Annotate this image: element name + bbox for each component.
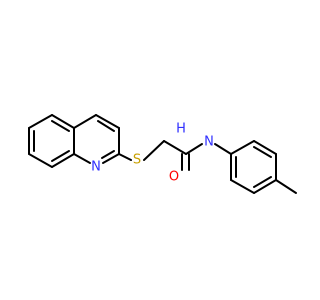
- bond: [253, 146, 272, 158]
- bond: [253, 176, 272, 188]
- bond: [230, 179, 255, 194]
- amide-hydrogen-label: H: [176, 122, 186, 137]
- molecule-structure: N S O N H: [28, 114, 297, 194]
- bond: [73, 153, 91, 164]
- bond: [214, 143, 232, 155]
- bond: [51, 153, 75, 168]
- bond: [51, 150, 70, 162]
- bonds: [28, 114, 297, 194]
- bond: [101, 150, 115, 159]
- bond: [28, 153, 53, 168]
- sulfur-label: S: [133, 153, 141, 168]
- bond: [51, 114, 75, 129]
- atom-labels: N S O N H: [91, 122, 214, 185]
- bond: [143, 140, 165, 161]
- bond: [28, 114, 53, 129]
- bond: [118, 153, 132, 161]
- bond: [253, 179, 277, 194]
- nitrogen-ring-label: N: [91, 160, 101, 175]
- bond: [163, 140, 187, 155]
- bond: [275, 179, 297, 194]
- bond: [102, 153, 120, 164]
- nitrogen-amide-label: N: [204, 135, 214, 150]
- bond: [51, 120, 70, 132]
- oxygen-label: O: [169, 170, 179, 185]
- bond: [185, 143, 203, 155]
- bond: [95, 114, 120, 129]
- bond: [97, 120, 115, 132]
- bond: [230, 140, 255, 155]
- bond: [73, 114, 97, 129]
- bond: [253, 140, 277, 155]
